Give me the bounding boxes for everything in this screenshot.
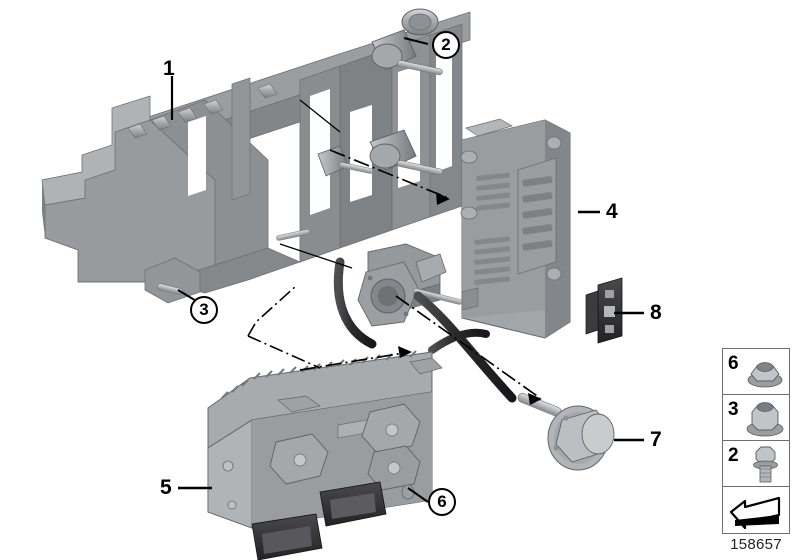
callout-1: 1: [163, 57, 175, 80]
callout-7: 7: [650, 428, 662, 451]
hardware-legend: 6 3 2: [722, 348, 790, 534]
legend-row-6: 6: [723, 349, 789, 395]
callout-6: 6: [428, 488, 456, 516]
hex-flange-bolt-icon: [753, 446, 778, 483]
callout-4: 4: [606, 200, 618, 223]
callout-leader-lines: [170, 37, 644, 503]
callout-5: 5: [160, 476, 172, 499]
legend-number: 3: [728, 399, 739, 420]
part-hex-flange-bolt-upper: [317, 8, 443, 177]
legend-number: 2: [728, 445, 739, 466]
part-actuator-housing: [357, 243, 463, 327]
flange-nut-icon: [747, 362, 783, 388]
callout-3: 3: [190, 296, 218, 324]
diagram-id: 158657: [730, 536, 782, 553]
flange-nut-tall-icon: [746, 402, 784, 437]
part-control-module: [460, 118, 571, 339]
legend-number: 6: [728, 353, 739, 374]
part-flange-nut-stud: [156, 229, 311, 295]
direction-arrow-icon: [729, 496, 781, 529]
legend-row-3: 3: [723, 395, 789, 441]
part-power-amplifier: [207, 350, 443, 560]
callout-2: 2: [432, 31, 460, 59]
assembly-pointer-arrows: [299, 149, 541, 399]
amplifier-black-connector: [251, 481, 387, 560]
legend-row-direction: [723, 487, 789, 535]
legend-row-2: 2: [723, 441, 789, 487]
part-grommet-bushing: [517, 393, 615, 471]
amplifier-connector-latch: [269, 403, 421, 491]
callout-8: 8: [650, 301, 662, 324]
part-connector-plug: [585, 277, 623, 344]
assembly-reference-lines: [247, 285, 321, 369]
pointer-arrowheads: [398, 192, 542, 405]
wiring-harness-cable: [333, 257, 517, 403]
